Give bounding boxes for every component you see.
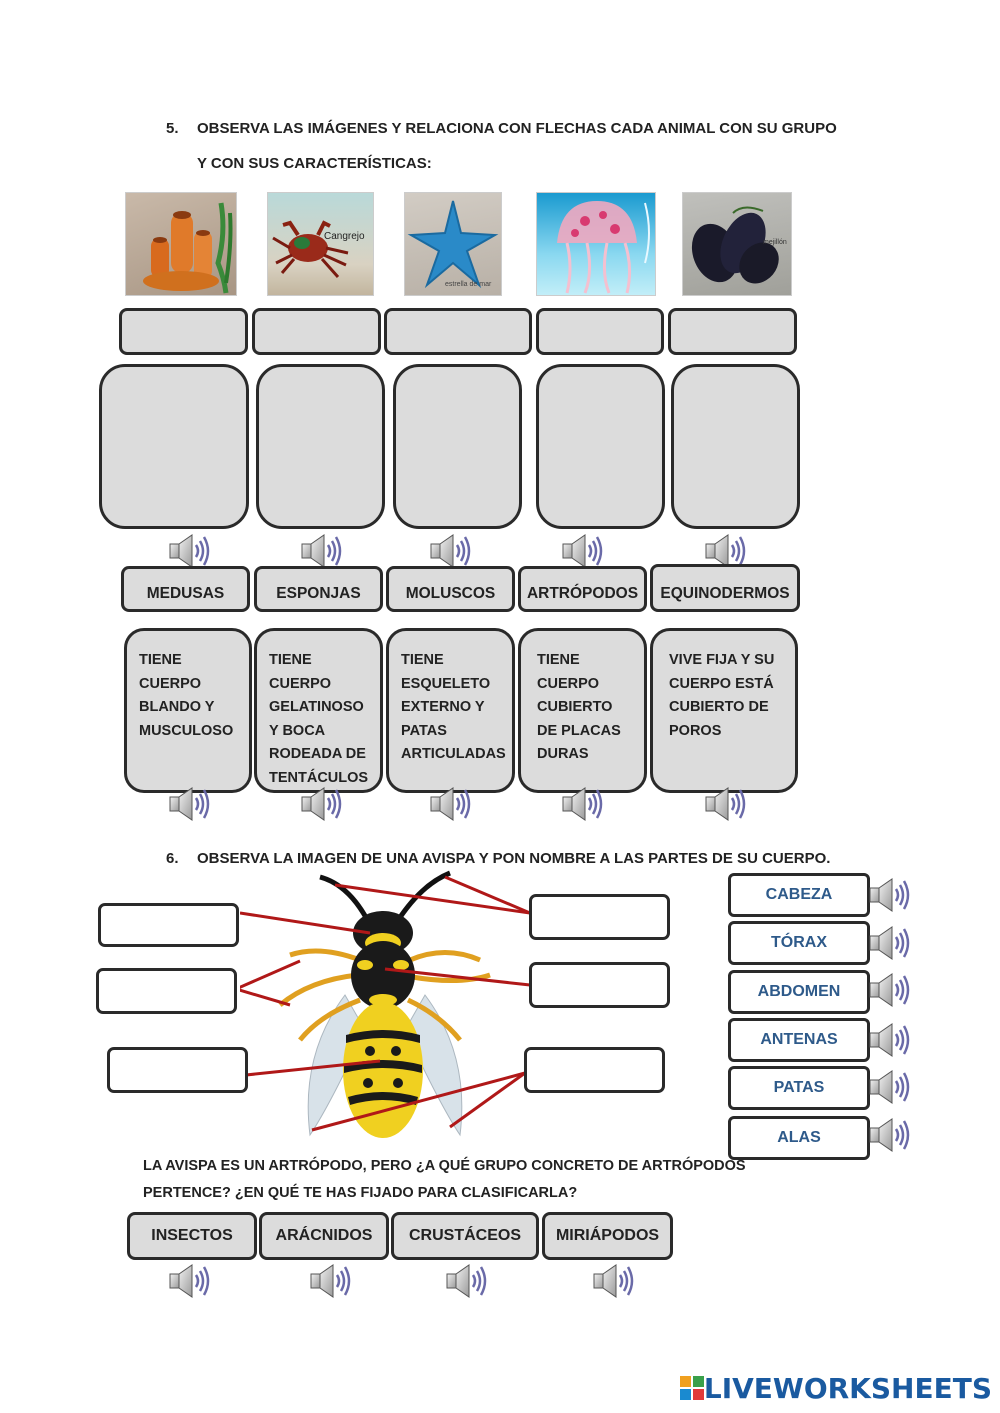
mussel-image — [691, 206, 779, 284]
characteristic-card-1[interactable]: TIENE CUERPO BLANDO Y MUSCULOSO — [124, 628, 252, 793]
characteristic-card-4[interactable]: TIENE CUERPO CUBIERTO DE PLACAS DURAS — [518, 628, 647, 793]
sponge-image — [143, 202, 233, 294]
q6-title: OBSERVA LA IMAGEN DE UNA AVISPA Y PON NO… — [197, 850, 831, 867]
group-drop-zone-3[interactable] — [384, 308, 532, 355]
speaker-icon[interactable] — [868, 1115, 914, 1155]
wasp-illustration — [240, 870, 531, 1138]
speaker-icon[interactable] — [168, 784, 214, 824]
brand-name: LIVEWORKSHEETS — [703, 1372, 992, 1405]
speaker-icon[interactable] — [868, 970, 914, 1010]
part-label-abdomen[interactable]: ABDOMEN — [728, 970, 870, 1014]
answer-blank-right-2[interactable] — [529, 962, 670, 1008]
speaker-icon[interactable] — [300, 531, 346, 571]
characteristic-card-5[interactable]: VIVE FIJA Y SU CUERPO ESTÁ CUBIERTO DE P… — [650, 628, 798, 793]
answer-blank-left-3[interactable] — [107, 1047, 248, 1093]
group-label-esponjas[interactable]: ESPONJAS — [254, 566, 383, 612]
group-label-equinodermos[interactable]: EQUINODERMOS — [650, 564, 800, 612]
characteristic-drop-zone-1[interactable] — [99, 364, 249, 529]
option-miriapodos[interactable]: MIRIÁPODOS — [542, 1212, 673, 1260]
group-drop-zone-2[interactable] — [252, 308, 381, 355]
speaker-icon[interactable] — [300, 784, 346, 824]
q5-title-line2: Y CON SUS CARACTERÍSTICAS: — [197, 155, 432, 172]
q5-number: 5. — [166, 120, 179, 137]
group-drop-zone-5[interactable] — [668, 308, 797, 355]
part-label-torax[interactable]: TÓRAX — [728, 921, 870, 965]
answer-blank-right-3[interactable] — [524, 1047, 665, 1093]
starfish-photo: estrella de mar — [404, 192, 502, 296]
option-aracnidos[interactable]: ARÁCNIDOS — [259, 1212, 389, 1260]
crab-photo: Cangrejo — [267, 192, 374, 296]
mussel-photo: mejillón — [682, 192, 792, 296]
group-drop-zone-4[interactable] — [536, 308, 664, 355]
q6-number: 6. — [166, 850, 179, 867]
starfish-image — [407, 200, 499, 289]
connector-lines — [240, 875, 531, 1132]
group-label-artropodos[interactable]: ARTRÓPODOS — [518, 566, 647, 612]
q5-title-line1: OBSERVA LAS IMÁGENES Y RELACIONA CON FLE… — [197, 120, 837, 137]
group-drop-zone-1[interactable] — [119, 308, 248, 355]
sponge-photo — [125, 192, 237, 296]
group-label-moluscos[interactable]: MOLUSCOS — [386, 566, 515, 612]
part-label-patas[interactable]: PATAS — [728, 1066, 870, 1110]
speaker-icon[interactable] — [309, 1261, 355, 1301]
characteristic-drop-zone-3[interactable] — [393, 364, 522, 529]
option-insectos[interactable]: INSECTOS — [127, 1212, 257, 1260]
classification-question-line1: LA AVISPA ES UN ARTRÓPODO, PERO ¿A QUÉ G… — [143, 1158, 746, 1174]
speaker-icon[interactable] — [429, 784, 475, 824]
speaker-icon[interactable] — [445, 1261, 491, 1301]
jellyfish-photo — [536, 192, 656, 296]
mussel-caption: mejillón — [763, 239, 787, 246]
speaker-icon[interactable] — [704, 784, 750, 824]
speaker-icon[interactable] — [168, 1261, 214, 1301]
speaker-icon[interactable] — [868, 875, 914, 915]
brand-logo: LIVEWORKSHEETS — [679, 1372, 992, 1405]
part-label-antenas[interactable]: ANTENAS — [728, 1018, 870, 1062]
speaker-icon[interactable] — [168, 531, 214, 571]
speaker-icon[interactable] — [429, 531, 475, 571]
characteristic-drop-zone-4[interactable] — [536, 364, 665, 529]
answer-blank-left-2[interactable] — [96, 968, 237, 1014]
starfish-caption: estrella de mar — [445, 281, 492, 288]
answer-blank-right-1[interactable] — [529, 894, 670, 940]
speaker-icon[interactable] — [868, 1067, 914, 1107]
characteristic-drop-zone-2[interactable] — [256, 364, 385, 529]
classification-question-line2: PERTENCE? ¿EN QUÉ TE HAS FIJADO PARA CLA… — [143, 1185, 578, 1201]
speaker-icon[interactable] — [561, 531, 607, 571]
brand-squares-icon — [679, 1375, 704, 1400]
group-label-medusas[interactable]: MEDUSAS — [121, 566, 250, 612]
jellyfish-image — [557, 201, 650, 294]
speaker-icon[interactable] — [868, 1020, 914, 1060]
part-label-alas[interactable]: ALAS — [728, 1116, 870, 1160]
speaker-icon[interactable] — [592, 1261, 638, 1301]
characteristic-card-2[interactable]: TIENE CUERPO GELATINOSO Y BOCA RODEADA D… — [254, 628, 383, 793]
crab-caption: Cangrejo — [324, 231, 365, 242]
speaker-icon[interactable] — [868, 923, 914, 963]
part-label-cabeza[interactable]: CABEZA — [728, 873, 870, 917]
characteristic-card-3[interactable]: TIENE ESQUELETO EXTERNO Y PATAS ARTICULA… — [386, 628, 515, 793]
speaker-icon[interactable] — [561, 784, 607, 824]
option-crustaceos[interactable]: CRUSTÁCEOS — [391, 1212, 539, 1260]
answer-blank-left-1[interactable] — [98, 903, 239, 947]
characteristic-drop-zone-5[interactable] — [671, 364, 800, 529]
crab-image — [272, 220, 349, 278]
